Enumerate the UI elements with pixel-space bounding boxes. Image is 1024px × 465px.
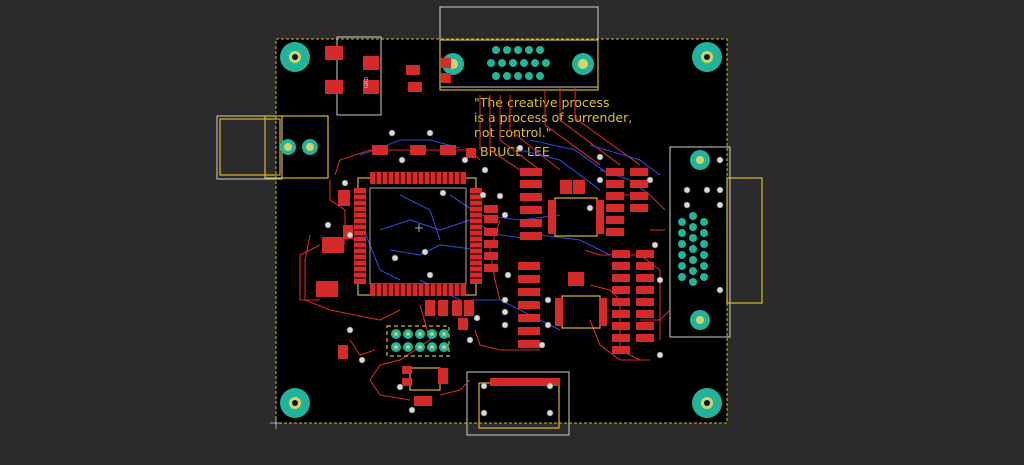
passives-top-row[interactable] bbox=[372, 145, 476, 158]
passives-left[interactable] bbox=[316, 190, 353, 359]
mcu-qfp[interactable] bbox=[354, 172, 482, 296]
cap-c1[interactable] bbox=[406, 65, 420, 75]
mounting-hole-tl[interactable] bbox=[280, 42, 310, 72]
connector-bottom-usb[interactable] bbox=[466, 371, 570, 436]
mounting-hole-bl[interactable] bbox=[280, 388, 310, 418]
diode-d2[interactable] bbox=[441, 73, 451, 83]
mounting-hole-br[interactable] bbox=[692, 388, 722, 418]
barrel-jack[interactable]: GND bbox=[325, 36, 382, 116]
vga-right-pins bbox=[678, 212, 708, 286]
ic-u3[interactable] bbox=[555, 272, 607, 329]
passives-center-column[interactable] bbox=[484, 168, 542, 348]
quote-line-2: is a process of surrender, bbox=[474, 110, 632, 125]
connector-left-usb[interactable] bbox=[216, 115, 329, 180]
diode-d1[interactable] bbox=[441, 58, 451, 68]
pin-header[interactable] bbox=[386, 325, 450, 357]
jack-gnd-label: GND bbox=[364, 76, 370, 88]
origin-marker bbox=[270, 417, 282, 429]
regulator-u4[interactable] bbox=[402, 366, 448, 406]
passives-below-mcu[interactable] bbox=[425, 300, 474, 330]
vga-top-pins bbox=[487, 46, 550, 80]
connector-top-vga[interactable] bbox=[439, 6, 599, 91]
vias bbox=[324, 129, 664, 414]
passives-right-columns[interactable] bbox=[606, 168, 654, 354]
cap-c2[interactable] bbox=[408, 82, 422, 92]
quote-line-1: "The creative process bbox=[474, 95, 610, 110]
connector-right-vga[interactable] bbox=[669, 146, 763, 338]
ic-u2[interactable] bbox=[548, 180, 604, 237]
mounting-hole-tr[interactable] bbox=[692, 42, 722, 72]
